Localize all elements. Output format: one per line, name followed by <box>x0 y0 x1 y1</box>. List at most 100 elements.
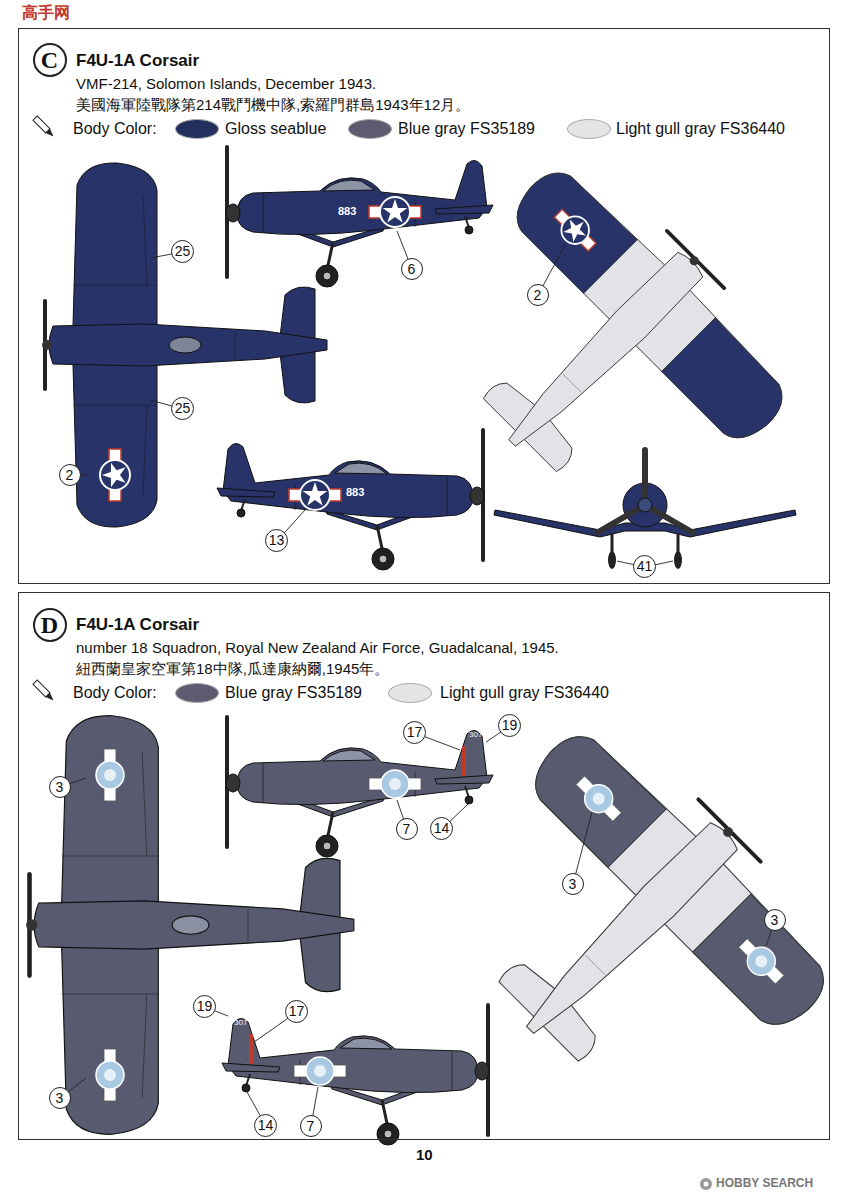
callout-text: 6 <box>408 262 416 276</box>
aircraft-art <box>401 700 848 1159</box>
scheme-panel: F4U-1A Corsairnumber 18 Squadron, Royal … <box>18 592 830 1140</box>
callout-number: 17 <box>403 721 427 745</box>
color-name: Blue gray FS35189 <box>398 119 535 138</box>
aircraft-number: 307 <box>234 1018 247 1028</box>
scheme-caption: 美國海軍陸戰隊第214戰鬥機中隊,索羅門群島1943年12月。 <box>76 96 470 114</box>
watermark: HOBBY SEARCH <box>716 1176 813 1190</box>
aircraft-number: 307 <box>469 730 482 740</box>
aircraft-art <box>33 116 56 139</box>
callout-number: 7 <box>396 818 418 840</box>
body-color-label: Body Color: <box>73 119 157 138</box>
callout-number: 25 <box>171 397 195 421</box>
callout-number: 7 <box>300 1115 322 1137</box>
aircraft-art <box>700 1178 712 1190</box>
callout-text: 3 <box>771 913 779 927</box>
color-swatch <box>348 119 392 139</box>
aircraft-art <box>226 717 493 857</box>
aircraft-art <box>96 1049 124 1101</box>
page-number: 10 <box>416 1146 433 1164</box>
body-color-label: Body Color: <box>73 683 157 702</box>
callout-text: C <box>41 48 58 72</box>
callout-number: 3 <box>49 776 71 798</box>
scheme-letter-circle: D <box>33 608 67 642</box>
callout-number: 17 <box>285 1000 309 1024</box>
scheme-title: F4U-1A Corsair <box>76 51 199 71</box>
color-swatch <box>567 119 611 139</box>
callout-text: 13 <box>269 533 285 547</box>
aircraft-art <box>494 450 796 569</box>
aircraft-art <box>674 551 682 569</box>
aircraft-art <box>549 204 602 257</box>
aircraft-art <box>226 147 493 287</box>
aircraft-art <box>401 705 848 1159</box>
callout-text: 14 <box>258 1118 274 1132</box>
aircraft-art <box>33 680 56 703</box>
callout-number: 41 <box>633 555 657 579</box>
aircraft-art <box>222 1005 489 1145</box>
aircraft-art <box>608 551 616 569</box>
aircraft-art <box>33 116 50 133</box>
callout-text: 17 <box>407 725 423 739</box>
scheme-panel: F4U-1A CorsairVMF-214, Solomon Islands, … <box>18 28 830 584</box>
color-name: Light gull gray FS36440 <box>616 119 785 138</box>
aircraft-art <box>46 693 56 703</box>
aircraft-art <box>217 430 484 570</box>
aircraft-art <box>26 874 38 975</box>
scheme-caption: 紐西蘭皇家空軍第18中隊,瓜達康納爾,1945年。 <box>76 660 389 678</box>
callout-text: 25 <box>175 244 191 258</box>
aircraft-art <box>217 430 484 570</box>
scheme-caption: number 18 Squadron, Royal New Zealand Ai… <box>76 639 559 657</box>
aircraft-art <box>226 147 493 287</box>
aircraft-art <box>369 770 421 798</box>
aircraft-art <box>693 894 837 1038</box>
aircraft-art <box>597 505 645 533</box>
aircraft-number: 883 <box>346 486 364 499</box>
color-swatch <box>175 683 219 703</box>
aircraft-art <box>222 1005 489 1145</box>
callout-text: 7 <box>403 822 411 836</box>
callout-text: 14 <box>434 821 450 835</box>
callout-number: 14 <box>430 817 454 841</box>
callout-text: 3 <box>56 780 64 794</box>
aircraft-art <box>33 680 50 697</box>
callout-text: 2 <box>534 288 542 302</box>
callout-number: 2 <box>527 284 549 306</box>
aircraft-art <box>394 139 816 561</box>
callout-number: 19 <box>498 714 522 738</box>
aircraft-art <box>693 797 762 866</box>
callout-number: 3 <box>49 1087 71 1109</box>
callout-number: 19 <box>193 995 217 1019</box>
scheme-letter-circle: C <box>33 43 67 77</box>
aircraft-art <box>522 723 666 867</box>
callout-text: 7 <box>307 1119 315 1133</box>
aircraft-art <box>169 337 201 353</box>
callout-text: 17 <box>289 1004 305 1018</box>
callout-number: 25 <box>171 240 195 264</box>
callout-text: 25 <box>175 401 191 415</box>
callout-text: 3 <box>56 1091 64 1105</box>
aircraft-art <box>662 318 795 451</box>
callout-number: 3 <box>764 909 786 931</box>
aircraft-art <box>172 916 209 934</box>
callout-text: 2 <box>66 468 74 482</box>
aircraft-art <box>289 480 341 510</box>
callout-number: 6 <box>401 258 423 280</box>
aircraft-number: 883 <box>338 205 356 218</box>
aircraft-art <box>394 144 812 562</box>
callout-text: D <box>41 613 58 637</box>
aircraft-art <box>369 197 421 227</box>
callout-number: 14 <box>254 1114 278 1138</box>
aircraft-art <box>226 717 493 857</box>
aircraft-art <box>704 1182 709 1187</box>
aircraft-art <box>645 505 693 533</box>
color-name: Gloss seablue <box>225 119 326 138</box>
aircraft-art <box>642 450 648 505</box>
color-swatch <box>388 683 432 703</box>
aircraft-art <box>100 449 130 501</box>
aircraft-art <box>733 933 790 990</box>
aircraft-art <box>42 301 52 389</box>
aircraft-art <box>638 498 652 512</box>
callout-text: 41 <box>637 559 653 573</box>
